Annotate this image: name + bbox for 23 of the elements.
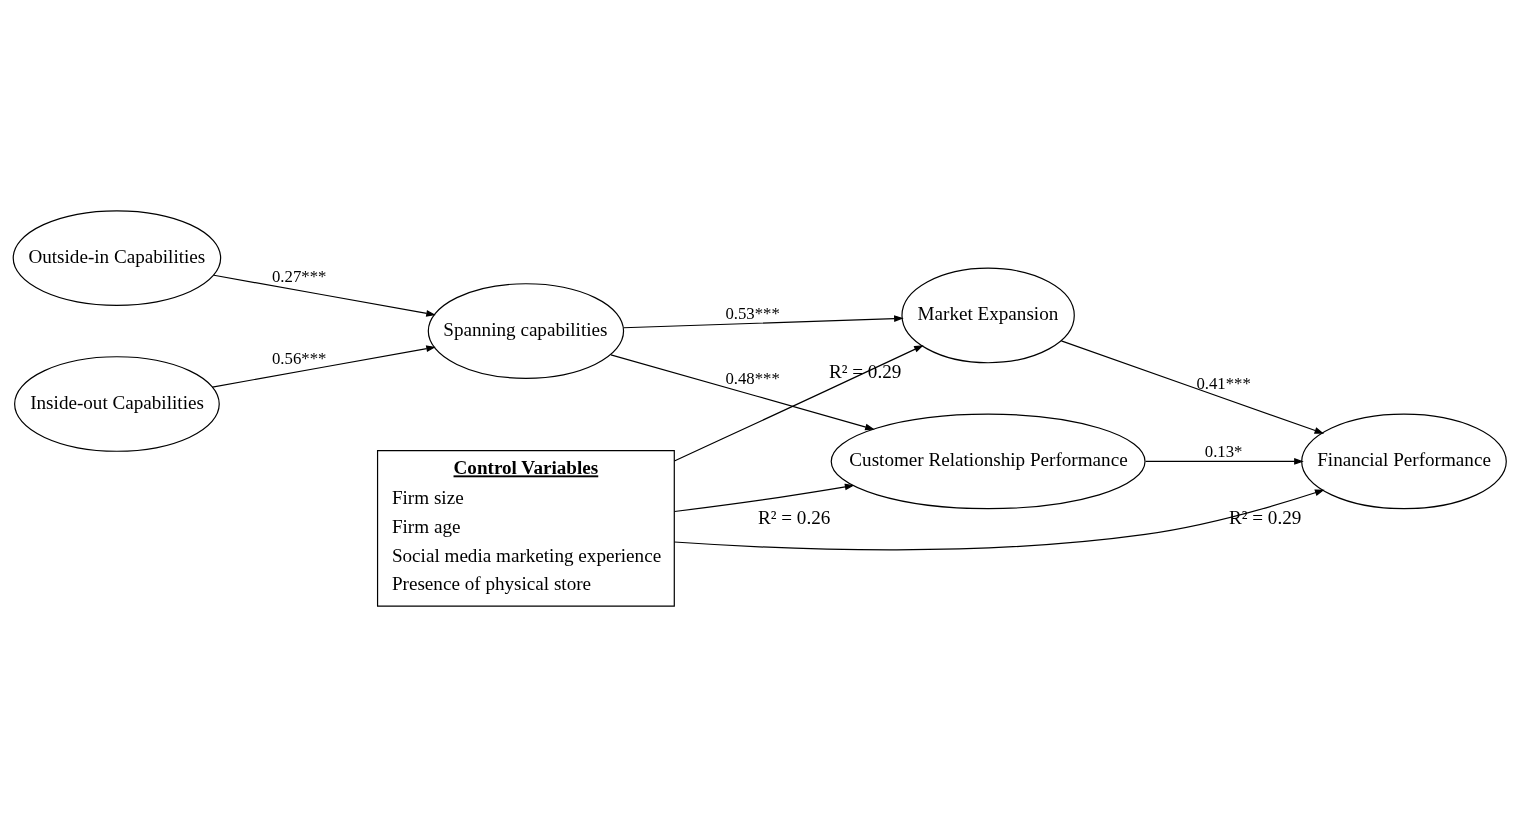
- node-label: R² = 0.26: [758, 506, 831, 528]
- arrow: [622, 314, 904, 328]
- node-ellipse: Outside-in Capabilities: [12, 209, 222, 306]
- edge-label: 0.27***: [271, 266, 327, 286]
- edge-label: 0.13*: [1204, 441, 1243, 461]
- arrow: [1060, 339, 1325, 434]
- arrow: [673, 344, 924, 462]
- node-ellipse: Market Expansion: [901, 267, 1075, 363]
- node-ellipse: Financial Performance: [1301, 413, 1507, 509]
- arrow: [213, 274, 436, 317]
- arrow: [211, 344, 436, 388]
- arrow: [673, 483, 855, 512]
- node-ellipse: Inside-out Capabilities: [14, 355, 220, 452]
- arrow: [673, 489, 1325, 550]
- arrow: [610, 353, 875, 430]
- arrow: [1145, 457, 1304, 465]
- node-ellipse: Customer Relationship Performance: [830, 413, 1146, 509]
- edge-label: 0.48***: [725, 368, 780, 388]
- node-label: R² = 0.29: [829, 360, 902, 382]
- edge-label: 0.56***: [271, 348, 327, 368]
- edge-label: 0.53***: [725, 303, 780, 323]
- node-box: Control Variables Firm size Firm age Social media marketing experience Presence of physical store: [376, 449, 675, 607]
- edge-label: 0.41***: [1196, 373, 1251, 393]
